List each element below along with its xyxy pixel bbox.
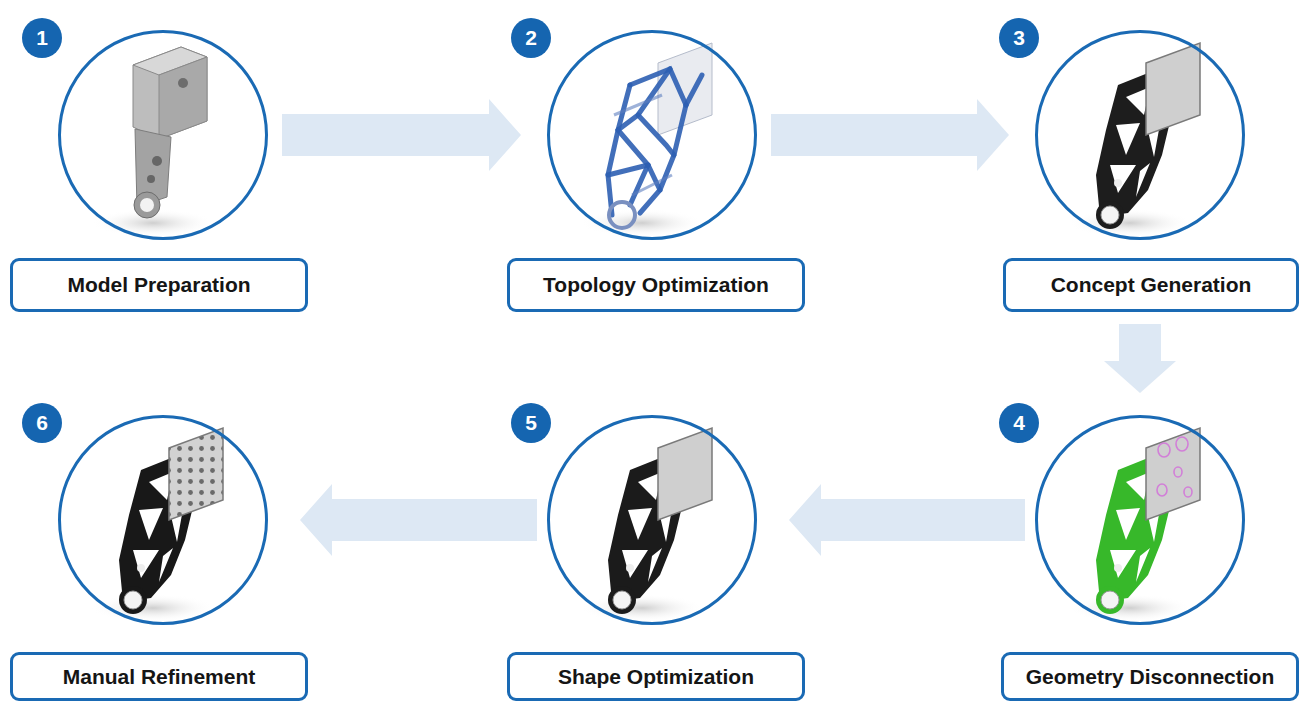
process-step: Geometry Disconnection4 [1001,415,1299,701]
step-label: Shape Optimization [507,652,805,701]
step-number-badge: 6 [22,403,62,443]
step-number-badge: 1 [22,18,62,58]
flow-arrow [1104,324,1176,393]
step-label: Geometry Disconnection [1001,652,1299,701]
step-circle [58,30,268,240]
step-number-badge: 5 [511,403,551,443]
callout-number: 5 [525,411,537,435]
callout-number: 6 [36,411,48,435]
callout-number: 2 [525,26,537,50]
flow-arrow [771,99,1009,171]
process-step: Shape Optimization5 [507,415,805,701]
flow-arrow [300,484,537,556]
step-label: Topology Optimization [507,258,805,312]
step-circle [1035,415,1245,625]
step-circle [547,415,757,625]
process-step: Topology Optimization2 [507,30,805,312]
callout-number: 3 [1013,26,1025,50]
callout-number: 4 [1013,411,1025,435]
process-step: Model Preparation1 [10,30,308,312]
process-step: Concept Generation3 [1003,30,1299,312]
step-label: Concept Generation [1003,258,1299,312]
step-number-badge: 4 [999,403,1039,443]
step-circle [547,30,757,240]
step-circle [1035,30,1245,240]
step-label: Manual Refinement [10,652,308,701]
process-step: Manual Refinement6 [10,415,308,701]
step-number-badge: 3 [999,18,1039,58]
step-number-badge: 2 [511,18,551,58]
step-circle [58,415,268,625]
flow-arrow [282,99,521,171]
step-label: Model Preparation [10,258,308,312]
callout-number: 1 [36,26,48,50]
flow-arrow [789,484,1025,556]
